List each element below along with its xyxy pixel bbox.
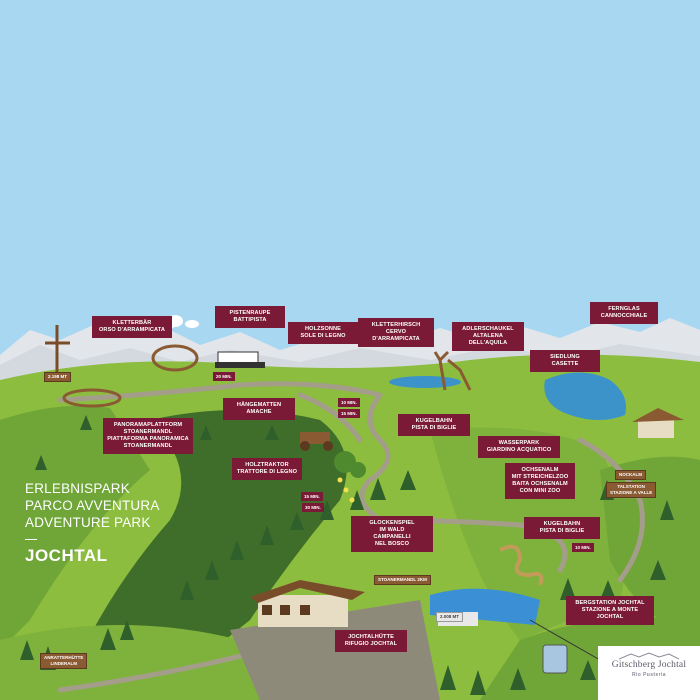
title-name: JOCHTAL	[25, 546, 108, 565]
sign-stoanermandl: STOANERMANDL 2KM	[374, 575, 431, 585]
label-holzsonne: HOLZSONNE SOLE DI LEGNO	[288, 322, 358, 344]
summit-cross	[45, 325, 70, 380]
label-panorama: PANORAMAPLATTFORM STOANERMANDL PIATTAFOR…	[103, 418, 193, 454]
time-tag: 10 MIN.	[572, 543, 594, 552]
label-adlerschaukel: ADLERSCHAUKEL ALTALENA DELL'AQUILA	[452, 322, 524, 351]
time-tag: 20 MIN.	[213, 372, 235, 381]
gondola	[529, 619, 601, 674]
title-line-en: ADVENTURE PARK	[25, 515, 151, 530]
elevation-top: 2.198 MT	[44, 372, 72, 382]
ochsenalm-hut	[632, 408, 684, 438]
panorama-platform	[62, 388, 122, 408]
time-tag: 15 MIN.	[338, 409, 360, 418]
sign-anratterhuette: ANRATTERHÜTTE LINDERALM	[40, 653, 88, 669]
label-ochsenalm: OCHSENALM MIT STREICHELZOO BAITA OCHSENA…	[505, 463, 575, 499]
label-haengematten: HÄNGEMATTEN AMACHE	[223, 398, 295, 420]
mountain-logo-icon	[619, 652, 679, 660]
time-tag: 30 MIN.	[302, 503, 324, 512]
time-tag: 15 MIN.	[301, 492, 323, 501]
wooden-tractor	[300, 432, 333, 451]
title-line-de: ERLEBNISPARK	[25, 481, 130, 496]
label-kletterhirsch: KLETTERHIRSCH CERVO D'ARRAMPICATA	[358, 318, 434, 347]
snow-groomer	[215, 351, 265, 368]
label-kugelbahn-upper: KUGELBAHN PISTA DI BIGLIE	[398, 414, 470, 436]
sign-talstation: TALSTATION STAZIONE A VALLE	[606, 482, 657, 498]
park-title: ERLEBNISPARK PARCO AVVENTURA ADVENTURE P…	[25, 480, 160, 566]
brand-subtitle: Rio Pusteria	[632, 672, 666, 678]
climbing-deer	[433, 350, 472, 391]
label-glockenspiel: GLOCKENSPIEL IM WALD CAMPANELLI NEL BOSC…	[351, 516, 433, 552]
label-bergstation: BERGSTATION JOCHTAL STAZIONE A MONTE JOC…	[566, 596, 654, 625]
time-tag: 10 MIN.	[338, 398, 360, 407]
label-fernglas: FERNGLAS CANNOCCHIALE	[590, 302, 658, 324]
label-pistenraupe: PISTENRAUPE BATTIPISTA	[215, 306, 285, 328]
brand-name: Gitschberg Jochtal	[611, 660, 687, 670]
title-divider	[25, 539, 37, 540]
climbing-bear	[151, 344, 199, 372]
title-line-it: PARCO AVVENTURA	[25, 498, 160, 513]
water-park-lake	[544, 372, 626, 420]
marble-run	[499, 544, 544, 586]
brand-logo: Gitschberg Jochtal Rio Pusteria	[598, 646, 700, 700]
label-wasserpark: WASSERPARK GIARDINO ACQUATICO	[478, 436, 560, 458]
sign-nockalm: NOCKALM	[615, 470, 646, 480]
label-kletterbaer: KLETTERBÄR ORSO D'ARRAMPICATA	[92, 316, 172, 338]
elevation-station: 2.008 MT	[436, 612, 464, 622]
label-kugelbahn-lower: KUGELBAHN PISTA DI BIGLIE	[524, 517, 600, 539]
label-siedlung: SIEDLUNG CASETTE	[530, 350, 600, 372]
label-jochtalhuette: JOCHTALHÜTTE RIFUGIO JOCHTAL	[335, 630, 407, 652]
upper-lake	[389, 376, 461, 388]
jochtal-hut	[250, 580, 365, 627]
label-holztraktor: HOLZTRAKTOR TRATTORE DI LEGNO	[232, 458, 302, 480]
